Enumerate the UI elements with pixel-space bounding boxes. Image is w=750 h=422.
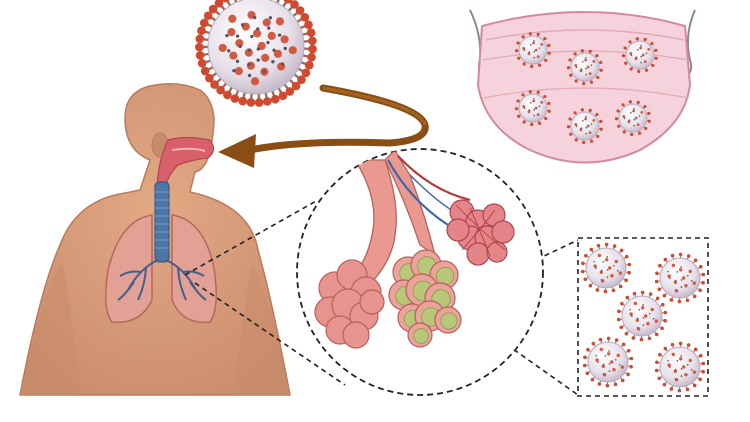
alveolus: [466, 242, 490, 266]
inset-virus-group: [580, 242, 706, 393]
alveolus: [359, 289, 385, 315]
infected-alveolar-sac: [388, 249, 462, 348]
alveolus: [486, 241, 508, 263]
alveoli-zoom: [296, 148, 544, 396]
mask-virus: [514, 90, 551, 127]
human-torso: [19, 83, 291, 396]
mask-virus: [514, 32, 551, 69]
transmission-arrow: [218, 84, 429, 168]
virus-cluster-zoom: [577, 237, 709, 397]
mask-virus: [566, 49, 603, 86]
alveolus: [491, 220, 515, 244]
mask-virus-group: [514, 32, 658, 145]
virus-particle: [195, 0, 317, 107]
mask-virus: [614, 100, 651, 137]
inset-virus: [654, 252, 706, 304]
virus-particle-large: [195, 0, 317, 107]
mask-virus: [621, 37, 658, 74]
inset-virus: [580, 242, 632, 294]
mask-virus: [566, 108, 603, 145]
face-mask: [469, 9, 696, 164]
capillary-alveolar-sac: [446, 199, 515, 266]
alveolus: [446, 218, 470, 242]
healthy-alveolar-sac: [314, 259, 385, 349]
lungs: [105, 181, 217, 324]
inset-virus: [616, 290, 668, 342]
alveolus: [342, 321, 370, 349]
inset-virus: [582, 336, 634, 388]
inset-virus: [654, 341, 706, 393]
